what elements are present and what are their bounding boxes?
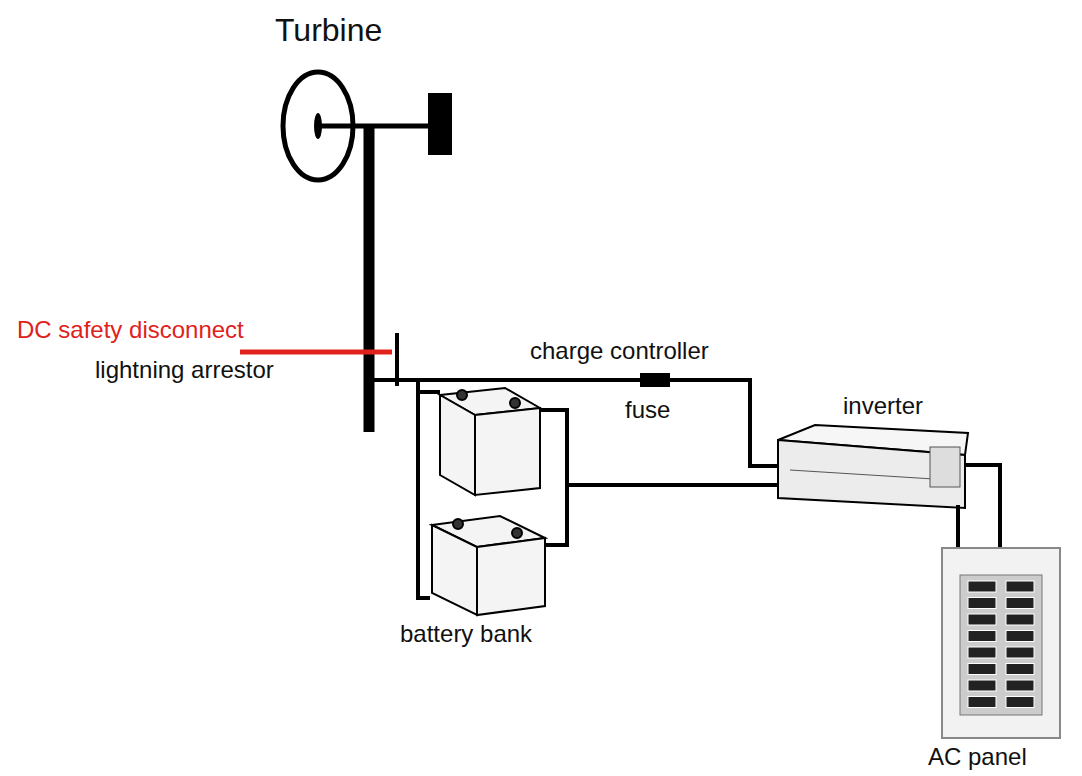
- inverter-symbol: [778, 425, 968, 508]
- part-label: lightning arrestor: [95, 358, 274, 382]
- part-label: battery bank: [400, 622, 532, 646]
- part-label: AC panel: [928, 745, 1027, 769]
- ac-panel-symbol: [942, 548, 1060, 738]
- breaker-switch: [968, 581, 996, 592]
- part-label: charge controller: [530, 339, 709, 363]
- ac-wiring: [958, 465, 1000, 548]
- breaker-switch: [968, 614, 996, 625]
- breaker-switch: [1006, 680, 1034, 691]
- battery-symbol: [432, 388, 545, 615]
- part-label: fuse: [625, 398, 670, 422]
- breaker-switch: [968, 631, 996, 642]
- breaker-switch: [968, 680, 996, 691]
- breaker-switch: [1006, 664, 1034, 675]
- breaker-switch: [1006, 598, 1034, 609]
- breaker-switch: [968, 647, 996, 658]
- breaker-switch: [1006, 631, 1034, 642]
- breaker-switch: [1006, 581, 1034, 592]
- breaker-switch: [1006, 614, 1034, 625]
- fuse-symbol: [640, 373, 670, 387]
- breaker-switch: [968, 664, 996, 675]
- breaker-switch: [968, 697, 996, 708]
- breaker-switch: [1006, 697, 1034, 708]
- breaker-switch: [968, 598, 996, 609]
- breaker-switch: [1006, 647, 1034, 658]
- part-label: inverter: [843, 394, 923, 418]
- part-label: Turbine: [275, 14, 382, 46]
- part-label: DC safety disconnect: [17, 318, 244, 342]
